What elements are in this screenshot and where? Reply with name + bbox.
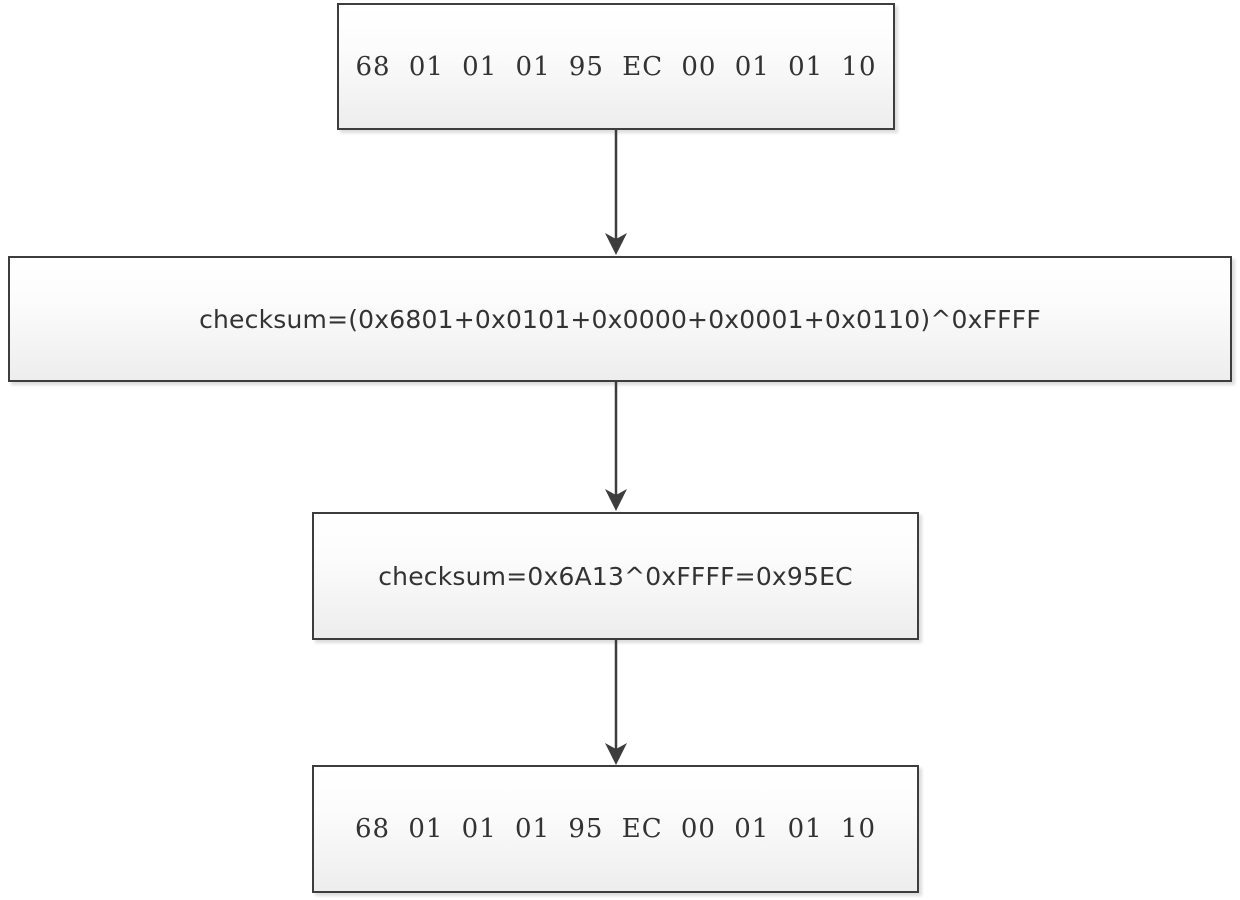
node-packet-bytes-bottom: 68 01 01 01 95 EC 00 01 01 10 [312, 765, 919, 893]
node-checksum-formula: checksum=(0x6801+0x0101+0x0000+0x0001+0x… [8, 256, 1232, 382]
node-checksum-result: checksum=0x6A13^0xFFFF=0x95EC [312, 512, 919, 640]
arrow-down-icon [605, 130, 627, 255]
node-packet-bytes-top: 68 01 01 01 95 EC 00 01 01 10 [337, 3, 895, 130]
arrow-down-icon [605, 382, 627, 511]
arrow-down-icon [605, 640, 627, 765]
